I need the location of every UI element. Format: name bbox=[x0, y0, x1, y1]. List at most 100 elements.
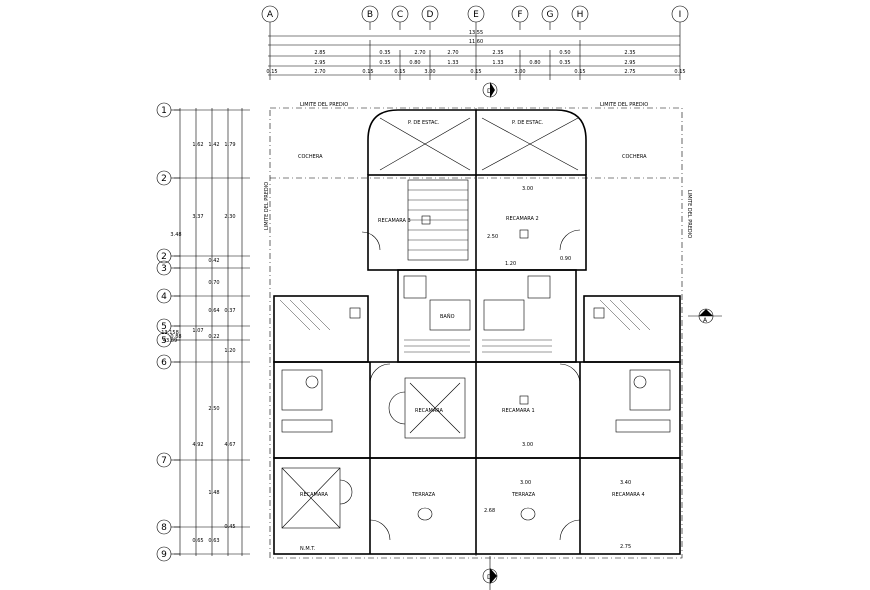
top-grid-axes: A B C D E F G H I bbox=[261, 5, 689, 30]
axis-label: 2 bbox=[161, 174, 167, 184]
recamara-main-label: RECAMARA bbox=[415, 408, 444, 414]
dimension-value: 1.07 bbox=[192, 328, 203, 334]
axis-label: H bbox=[577, 10, 584, 20]
dimension-value: 1.42 bbox=[208, 142, 219, 148]
axis-label: G bbox=[547, 10, 554, 20]
axis-label: 3 bbox=[161, 264, 167, 274]
dimension-value: 0.42 bbox=[208, 258, 219, 264]
dimension-value: 2.70 bbox=[414, 50, 425, 56]
dim-total: 13.55 bbox=[469, 30, 483, 36]
dimension-value: 0.63 bbox=[208, 538, 219, 544]
dimension-value: 1.20 bbox=[224, 348, 235, 354]
rec4-width-dim: 2.75 bbox=[620, 544, 631, 550]
rec2-width-dim: 3.00 bbox=[522, 186, 533, 192]
dimension-value: 0.15 bbox=[574, 69, 585, 75]
dimension-value: 0.15 bbox=[394, 69, 405, 75]
dimension-value: 0.15 bbox=[470, 69, 481, 75]
recamara-2-label: RECAMARA 2 bbox=[506, 216, 539, 222]
dimension-value: 2.75 bbox=[624, 69, 635, 75]
dimension-value: 1.33 bbox=[492, 60, 503, 66]
axis-bubble-d: D bbox=[421, 5, 439, 30]
axis-bubble-b: B bbox=[361, 5, 379, 30]
dimension-value: 0.65 bbox=[192, 538, 203, 544]
limite-side-right-label: LIMITE DEL PREDIO bbox=[686, 190, 692, 238]
dimension-value: 2.30 bbox=[224, 214, 235, 220]
dim-overall: 11.60 bbox=[469, 39, 483, 45]
axis-label: 9 bbox=[161, 550, 167, 560]
axis-label: I bbox=[679, 10, 682, 20]
dimension-value: 0.15 bbox=[674, 69, 685, 75]
rec4-height-dim: 3.40 bbox=[620, 480, 631, 486]
dimension-value: 4.92 bbox=[192, 442, 203, 448]
dimension-value: 0.15 bbox=[266, 69, 277, 75]
axis-bubble-h: H bbox=[571, 5, 589, 30]
axis-label: D bbox=[427, 10, 434, 20]
property-limits: LIMITE DEL PREDIO LIMITE DEL PREDIO LIMI… bbox=[264, 102, 692, 559]
axis-label: 5 bbox=[161, 336, 167, 346]
north-arrow-marker: D bbox=[482, 82, 498, 98]
central-core: BAÑO bbox=[397, 269, 577, 363]
dimension-value: 0.88 bbox=[170, 334, 181, 340]
dimension-value: 4.67 bbox=[224, 442, 235, 448]
axis-bubble-e: E bbox=[467, 5, 485, 30]
axis-label: 7 bbox=[161, 456, 167, 466]
terraza-right-label: TERRAZA bbox=[511, 492, 536, 498]
axis-label: F bbox=[517, 10, 522, 20]
axis-label: B bbox=[367, 10, 373, 20]
nmt-label: N.M.T. bbox=[300, 546, 316, 552]
rec1-width-dim: 3.00 bbox=[522, 442, 533, 448]
axis-label: E bbox=[473, 10, 479, 20]
dimension-value: 1.33 bbox=[447, 60, 458, 66]
axis-label: 1 bbox=[161, 106, 167, 116]
p-estac-left-label: P. DE ESTAC. bbox=[408, 120, 440, 126]
dimension-value: 43.89 bbox=[163, 338, 177, 344]
section-marker-bottom: D bbox=[482, 556, 498, 590]
dimension-value: 2.95 bbox=[624, 60, 635, 66]
dimension-value: 0.45 bbox=[224, 524, 235, 530]
recamara-3-label: RECAMARA 3 bbox=[378, 218, 411, 224]
dimension-value: 0.80 bbox=[529, 60, 540, 66]
section-right-label: A bbox=[703, 317, 708, 324]
section-marker-right: A bbox=[688, 308, 722, 324]
axis-label: C bbox=[397, 10, 403, 20]
dimension-value: 0.15 bbox=[362, 69, 373, 75]
axis-label: 6 bbox=[161, 358, 167, 368]
axis-label: 4 bbox=[161, 292, 167, 302]
dimension-value: 0.70 bbox=[208, 280, 219, 286]
dimension-value: 0.50 bbox=[559, 50, 570, 56]
bano-label: BAÑO bbox=[440, 313, 455, 320]
axis-label: 8 bbox=[161, 523, 167, 533]
dimension-value: 3.00 bbox=[514, 69, 525, 75]
limite-side-left-label: LIMITE DEL PREDIO bbox=[264, 182, 270, 230]
hall-right-dim: 0.90 bbox=[560, 256, 571, 262]
axis-bubble-g: G bbox=[541, 5, 559, 30]
dimension-value: 3.48 bbox=[170, 232, 181, 238]
recamara-left-label: RECAMARA bbox=[300, 492, 329, 498]
rec2-height-dim: 2.50 bbox=[487, 234, 498, 240]
dimension-value: 13.158 bbox=[161, 330, 179, 336]
north-marker-label: D bbox=[487, 88, 492, 95]
axis-bubble-i: I bbox=[671, 5, 689, 30]
recamara-4-label: RECAMARA 4 bbox=[612, 492, 645, 498]
dimension-value: 0.35 bbox=[559, 60, 570, 66]
dimension-value: 0.22 bbox=[208, 334, 219, 340]
p-estac-right-label: P. DE ESTAC. bbox=[512, 120, 544, 126]
dimension-value: 2.70 bbox=[314, 69, 325, 75]
limite-top-right-label: LIMITE DEL PREDIO bbox=[600, 102, 648, 108]
cochera-left-label: COCHERA bbox=[298, 154, 323, 160]
side-stairs bbox=[273, 295, 681, 363]
axis-bubble-a: A bbox=[261, 5, 279, 30]
terraza-left-label: TERRAZA bbox=[411, 492, 436, 498]
dimension-value: 0.35 bbox=[379, 50, 390, 56]
axis-label: 2 bbox=[161, 252, 167, 262]
hall-width-dim: 1.20 bbox=[505, 261, 516, 267]
lower-rooms: RECAMARA RECAMARA 1 3.00 bbox=[273, 361, 681, 459]
upper-rooms: RECAMARA 3 RECAMARA 2 3.00 2.50 1.20 0.9… bbox=[361, 174, 587, 271]
dimension-value: 2.35 bbox=[492, 50, 503, 56]
dimension-value: 2.35 bbox=[624, 50, 635, 56]
bottom-rooms: RECAMARA TERRAZA TERRAZA 3.00 2.68 RECAM… bbox=[273, 457, 681, 555]
dimension-value: 2.50 bbox=[208, 406, 219, 412]
axis-label: A bbox=[267, 10, 274, 20]
terraza-height-dim: 2.68 bbox=[484, 508, 495, 514]
